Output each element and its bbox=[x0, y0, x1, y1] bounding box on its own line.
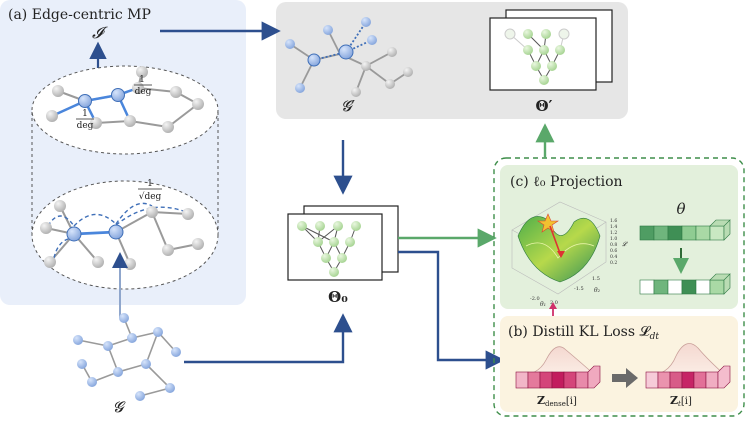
model-theta0: 𝚯₀ bbox=[287, 205, 399, 306]
star-marker bbox=[537, 213, 559, 233]
z-axis-ticks: 1.6 1.4 1.2 1.0 0.8 0.6 0.4 0.2 bbox=[610, 218, 617, 266]
label-theta-prime: 𝚯′ bbox=[535, 97, 552, 115]
svg-text:1: 1 bbox=[139, 75, 145, 85]
z-t-label: 𝐙t[i] bbox=[670, 394, 692, 408]
svg-text:1.0: 1.0 bbox=[610, 236, 617, 242]
panel-b-title: (b) Distill KL Loss 𝓛dt bbox=[508, 324, 659, 342]
svg-text:2.0: 2.0 bbox=[550, 300, 558, 306]
graph-g-prime: 𝓖′ bbox=[285, 17, 413, 115]
svg-text:-1.5: -1.5 bbox=[574, 286, 584, 292]
deg-fraction-right: 1 deg bbox=[134, 75, 152, 97]
panel-c-title: (c) ℓ₀ Projection bbox=[510, 174, 623, 190]
z-dense-label: 𝐙dense[i] bbox=[537, 394, 577, 408]
panel-c-l0-projection: (c) ℓ₀ Projection 1.6 1.4 1.2 1.0 0.8 0.… bbox=[500, 165, 738, 309]
svg-text:1.5: 1.5 bbox=[592, 276, 600, 282]
svg-text:1.2: 1.2 bbox=[610, 230, 617, 236]
svg-text:1.4: 1.4 bbox=[610, 224, 617, 230]
x1-axis-label: θ₁ bbox=[540, 301, 546, 308]
panel-a-edge-centric-mp: (a) Edge-centric MP 𝓘 bbox=[0, 0, 246, 305]
lower-disk: 1 √deg bbox=[31, 179, 219, 290]
input-graph-g: 𝓖 bbox=[73, 252, 181, 416]
model-theta-prime: 𝚯′ bbox=[489, 9, 613, 115]
label-g-prime: 𝓖′ bbox=[341, 97, 356, 115]
svg-text:deg: deg bbox=[77, 121, 94, 131]
svg-text:-2.0: -2.0 bbox=[530, 296, 540, 302]
svg-text:1: 1 bbox=[147, 179, 153, 189]
label-theta: θ bbox=[676, 200, 685, 218]
svg-text:deg: deg bbox=[135, 87, 152, 97]
optimization-frame bbox=[493, 157, 745, 417]
sparse-result-box: 𝓖′ 𝚯′ bbox=[276, 2, 628, 119]
student-logits: 𝐙t[i] bbox=[645, 343, 731, 408]
dense-logits: 𝐙dense[i] bbox=[515, 346, 601, 408]
svg-text:0.4: 0.4 bbox=[610, 254, 617, 260]
svg-text:1: 1 bbox=[82, 109, 88, 119]
x2-axis-label: θ₂ bbox=[594, 287, 601, 294]
label-theta0: 𝚯₀ bbox=[328, 288, 348, 306]
label-g: 𝓖 bbox=[113, 398, 126, 416]
panel-a-title: (a) Edge-centric MP bbox=[8, 7, 151, 23]
distill-arrow bbox=[612, 368, 638, 388]
loss-surface-plot: 1.6 1.4 1.2 1.0 0.8 0.6 0.4 0.2 𝓛 -2.0 2… bbox=[511, 201, 628, 308]
deg-fraction-left: 1 deg bbox=[76, 109, 94, 131]
svg-text:0.8: 0.8 bbox=[610, 242, 617, 248]
svg-text:0.2: 0.2 bbox=[610, 260, 617, 266]
sqrt-deg-fraction: 1 √deg bbox=[138, 179, 162, 202]
z-axis-label: 𝓛 bbox=[622, 241, 628, 248]
panel-b-distill-kl-loss: (b) Distill KL Loss 𝓛dt 𝐙dense[i] bbox=[500, 316, 738, 412]
svg-text:√deg: √deg bbox=[139, 191, 162, 202]
svg-text:1.6: 1.6 bbox=[610, 218, 617, 224]
arrow-theta0-to-distill bbox=[398, 250, 505, 370]
sparse-weight-vector bbox=[639, 273, 731, 295]
svg-text:0.6: 0.6 bbox=[610, 248, 617, 254]
dense-weight-vector bbox=[639, 219, 731, 241]
arrow-g-to-theta0 bbox=[184, 313, 353, 364]
upper-disk: 1 deg 1 deg bbox=[31, 65, 219, 155]
